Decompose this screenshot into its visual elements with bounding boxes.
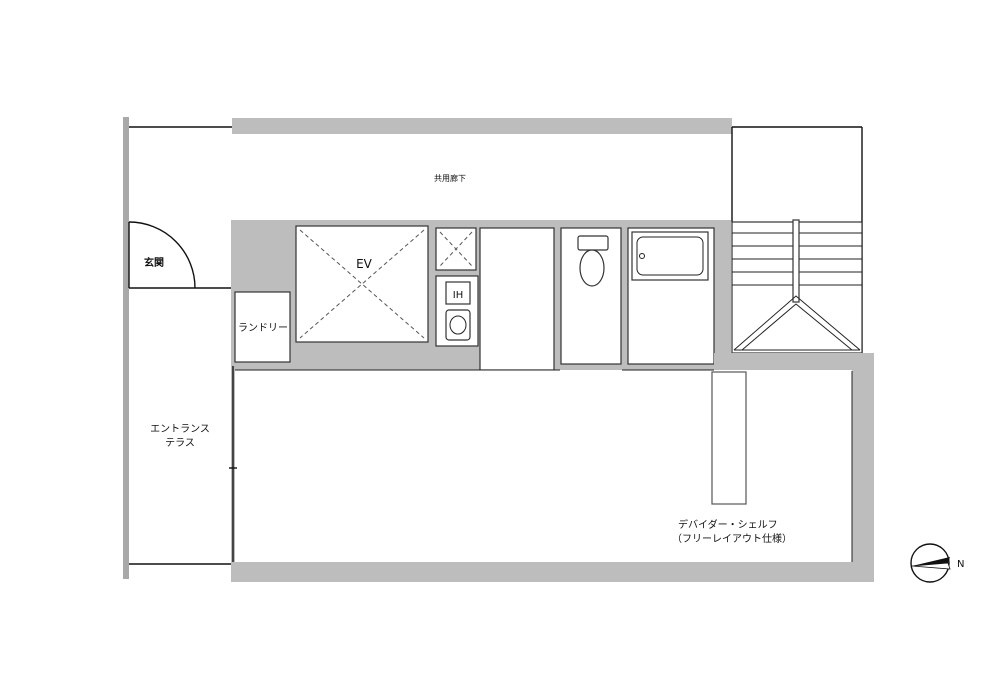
- laundry-label: ランドリー: [238, 322, 288, 334]
- entrance-door-swing: [128, 221, 196, 289]
- toilet-bowl-icon: [579, 249, 605, 287]
- ih-label: IH: [453, 290, 463, 301]
- sink-basin: [449, 315, 467, 335]
- elevator-label: EV: [356, 257, 373, 271]
- corridor-wall: [232, 118, 732, 134]
- shelf-label-1: デバイダー・シェルフ: [678, 518, 778, 531]
- kitchen-sink: [445, 309, 471, 341]
- bathtub-inner: [636, 236, 704, 276]
- divider-shelf: [711, 371, 747, 505]
- compass-needle-icon: [912, 557, 950, 566]
- left-column: [123, 117, 129, 579]
- bathtub: [631, 231, 709, 281]
- compass-needle-tail: [911, 562, 951, 570]
- ih-cooktop: [445, 281, 471, 305]
- laundry-room: [234, 291, 291, 363]
- stair-center-wall: [792, 219, 800, 303]
- main-room: [235, 370, 852, 562]
- main-wall-right: [852, 353, 874, 582]
- corridor-label: 共用廊下: [434, 173, 466, 183]
- kitchen-open-area: [479, 227, 555, 371]
- terrace-label-1: エントランス: [150, 423, 210, 435]
- stair-landing-a: [733, 295, 861, 351]
- shelf-label-2: （フリーレイアウト仕様）: [672, 532, 792, 545]
- stair-landing-b: [741, 303, 853, 351]
- compass-label: N: [957, 559, 964, 570]
- toilet-tank: [577, 235, 609, 251]
- main-wall-bottom: [231, 562, 874, 582]
- terrace-label-2: テラス: [165, 437, 195, 449]
- entrance-label: 玄関: [144, 256, 164, 269]
- fridge-cross-b: [439, 231, 473, 267]
- compass: N: [910, 543, 964, 583]
- main-wall-top-right: [714, 353, 874, 371]
- bathtub-drain: [639, 253, 645, 259]
